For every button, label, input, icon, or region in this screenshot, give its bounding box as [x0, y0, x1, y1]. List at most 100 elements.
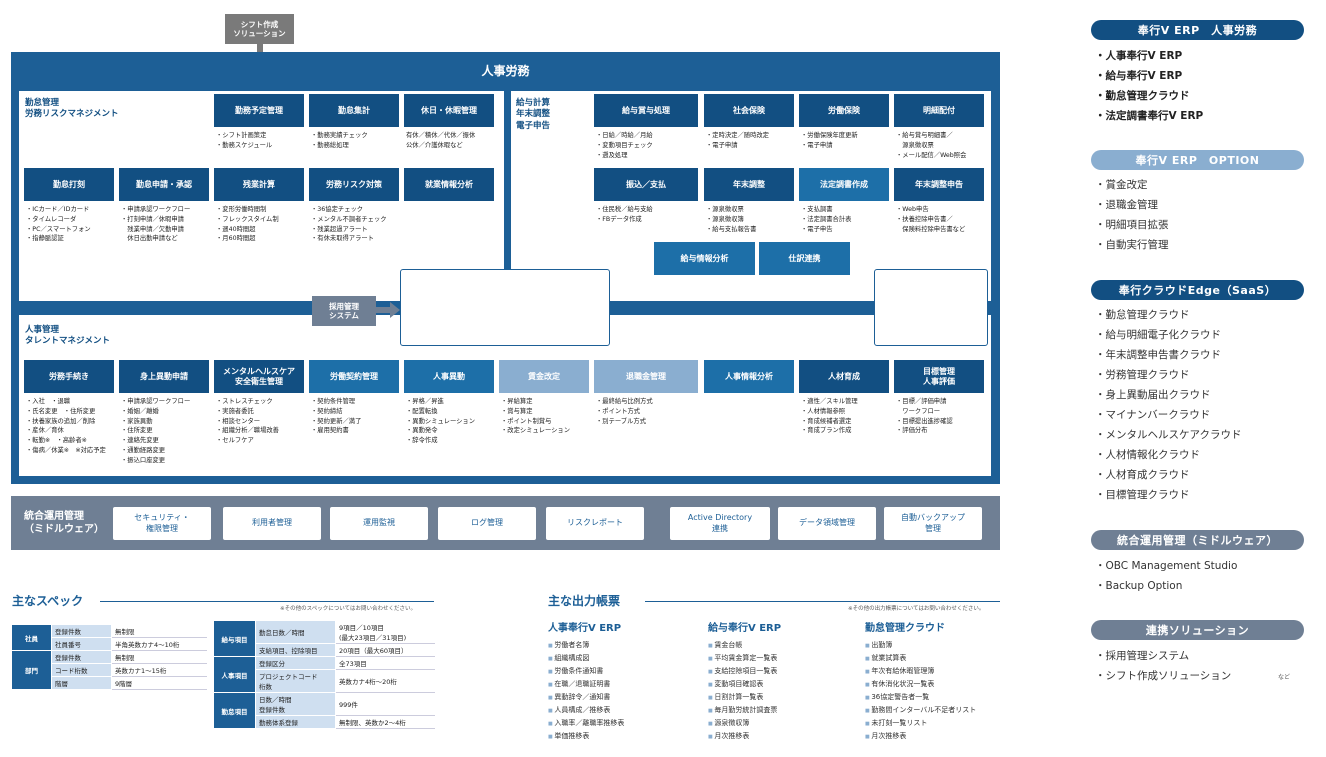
talent-title: 人事管理 タレントマネジメント	[25, 325, 111, 347]
output-item: 出勤簿	[865, 639, 976, 652]
module-box: 給与情報分析	[654, 242, 755, 275]
module-items: ・日給／時給／月給 ・変動項目チェック ・遡及処理	[596, 132, 653, 159]
module-box: 法定調書作成	[799, 168, 889, 201]
side-list-item: ・OBC Management Studio	[1095, 560, 1238, 572]
output-item: 勤務間インターバル不足者リスト	[865, 704, 976, 717]
side-list-item: ・賞金改定	[1095, 179, 1148, 191]
module-items: ・目標／評価申請 ワークフロー ・目標提出進捗確認 ・評価分布	[896, 398, 953, 435]
spec-label: 階層	[51, 676, 112, 690]
spec-left-table: 社員登録件数無制限社員番号半角英数カナ4～10桁部門登録件数無制限コード桁数英数…	[11, 624, 207, 690]
output-list: 出勤簿就業試算表年次有給休暇管理簿有休消化状況一覧表36協定警告者一覧勤務間イン…	[865, 639, 976, 743]
module-box: 賃金改定	[499, 360, 589, 393]
module-items: 有休／積休／代休／振休 公休／介護休暇など	[406, 132, 476, 149]
module-box: 勤怠集計	[309, 94, 399, 127]
arrow-head-right-icon	[390, 302, 400, 318]
side-list-item: ・人材情報化クラウド	[1095, 449, 1200, 461]
table-row: プロジェクトコード 桁数英数カナ4桁～20桁	[214, 669, 435, 693]
module-items: ・ストレスチェック ・実施者委託 ・相談センター ・組織分析／職場改善 ・セルフ…	[216, 398, 279, 444]
output-item: 異動辞令／通知書	[548, 691, 624, 704]
table-row: コード桁数英数カナ1～15桁	[12, 663, 207, 677]
output-item: 賃金台帳	[708, 639, 777, 652]
module-items: ・最終給与比例方式 ・ポイント方式 ・別テーブル方式	[596, 398, 653, 425]
spec-value: 英数カナ4桁～20桁	[335, 669, 435, 693]
side-header-1: 奉行V ERP 人事労務	[1091, 20, 1304, 40]
side-list-item: ・自動実行管理	[1095, 239, 1169, 251]
module-items: ・住民税／給与支給 ・FBデータ作成	[596, 206, 653, 223]
spec-label: コード桁数	[51, 663, 112, 677]
side-list-item: ・年末調整申告書クラウド	[1095, 349, 1221, 361]
spec-value: 無制限	[111, 650, 207, 664]
side-list-item: ・労務管理クラウド	[1095, 369, 1190, 381]
spec-note: ※その他のスペックについてはお問い合わせください。	[280, 606, 416, 612]
module-box: 社会保険	[704, 94, 794, 127]
middleware-item: 利用者管理	[223, 507, 321, 540]
module-box: 人材育成	[799, 360, 889, 393]
output-item: 労働者名簿	[548, 639, 624, 652]
module-items: ・Web申告 ・扶養控除申告書／ 保険料控除申告書など	[896, 206, 966, 233]
spec-group: 部門	[11, 650, 52, 690]
spec-value: 無制限	[111, 624, 207, 638]
spec-value: 20項目（最大60項目）	[335, 643, 435, 657]
side-list-5: ・採用管理システム・シフト作成ソリューション	[1095, 646, 1231, 686]
output-item: 毎月勤労統計調査票	[708, 704, 777, 717]
module-box: 労務リスク対策	[309, 168, 399, 201]
middleware-item: Active Directory 連携	[670, 507, 770, 540]
module-items: ・入社 ・退職 ・氏名変更 ・住所変更 ・扶養家族の追加／削除 ・産休／育休 ・…	[26, 398, 106, 454]
side-list-3: ・勤怠管理クラウド・給与明細電子化クラウド・年末調整申告書クラウド・労務管理クラ…	[1095, 305, 1241, 505]
side-list-item: ・勤怠管理クラウド	[1095, 309, 1190, 321]
spec-label: 登録件数	[51, 624, 112, 638]
module-box: 労働契約管理	[309, 360, 399, 393]
org-emp-frame	[400, 269, 610, 346]
middleware-item: ログ管理	[438, 507, 536, 540]
module-items: ・支払調書 ・法定調書合計表 ・電子申告	[801, 206, 852, 233]
middleware-item: データ領域管理	[778, 507, 876, 540]
module-items: ・契約条件管理 ・契約締結 ・契約更新／満了 ・雇用契約書	[311, 398, 362, 435]
side-list-item: ・退職金管理	[1095, 199, 1158, 211]
table-row: 勤務体系登録無制限、英数か2～4桁	[214, 715, 435, 729]
output-item: 入職率／離職率推移表	[548, 717, 624, 730]
spec-label: 登録区分	[255, 656, 336, 670]
spec-group: 給与項目	[213, 620, 256, 657]
side-header-2: 奉行V ERP OPTION	[1091, 150, 1304, 170]
side-list-item: ・人事奉行V ERP	[1095, 50, 1183, 62]
middleware-item: リスクレポート	[546, 507, 644, 540]
side-list-item: ・マイナンバークラウド	[1095, 409, 1211, 421]
spec-label: 登録件数	[51, 650, 112, 664]
output-col-title: 給与奉行V ERP	[708, 623, 782, 634]
side-list-item: ・採用管理システム	[1095, 650, 1190, 662]
side-list-item: ・法定調書奉行V ERP	[1095, 110, 1204, 122]
spec-value: 9階層	[111, 676, 207, 690]
side-header-5: 連携ソリューション	[1091, 620, 1304, 640]
output-item: 月次推移表	[708, 730, 777, 743]
spec-label: 支給項目、控除項目	[255, 643, 336, 657]
module-items: ・勤務実績チェック ・勤務総処理	[311, 132, 368, 149]
module-box: 勤怠申請・承認	[119, 168, 209, 201]
middleware-item: 運用監視	[330, 507, 428, 540]
spec-group: 社員	[11, 624, 52, 651]
module-box: 人事情報分析	[704, 360, 794, 393]
output-item: 未打刻一覧リスト	[865, 717, 976, 730]
module-box: 振込／支払	[594, 168, 698, 201]
spec-label: 社員番号	[51, 637, 112, 651]
spec-group: 人事項目	[213, 656, 256, 693]
spec-group: 勤怠項目	[213, 692, 256, 729]
output-item: 年次有給休暇管理簿	[865, 665, 976, 678]
side-list-item: ・身上異動届出クラウド	[1095, 389, 1211, 401]
side-list-item: ・目標管理クラウド	[1095, 489, 1190, 501]
output-note: ※その他の出力帳票についてはお問い合わせください。	[848, 606, 985, 612]
module-items: ・源泉徴収票 ・源泉徴収簿 ・給与支払報告書	[706, 206, 757, 233]
table-row: 社員番号半角英数カナ4～10桁	[12, 637, 207, 651]
side-list-1: ・人事奉行V ERP・給与奉行V ERP・勤怠管理クラウド・法定調書奉行V ER…	[1095, 46, 1203, 126]
spec-value: 無制限、英数か2～4桁	[335, 715, 435, 729]
output-col-title: 勤怠管理クラウド	[865, 623, 945, 634]
module-box: 労務手続き	[24, 360, 114, 393]
module-box: 就業情報分析	[404, 168, 494, 201]
middleware-title: 統合運用管理 （ミドルウェア）	[24, 511, 104, 535]
side-list-item: ・人材育成クラウド	[1095, 469, 1190, 481]
output-item: 組織構成図	[548, 652, 624, 665]
shift-solution-box: シフト作成 ソリューション	[225, 14, 294, 44]
module-box: 身上異動申請	[119, 360, 209, 393]
